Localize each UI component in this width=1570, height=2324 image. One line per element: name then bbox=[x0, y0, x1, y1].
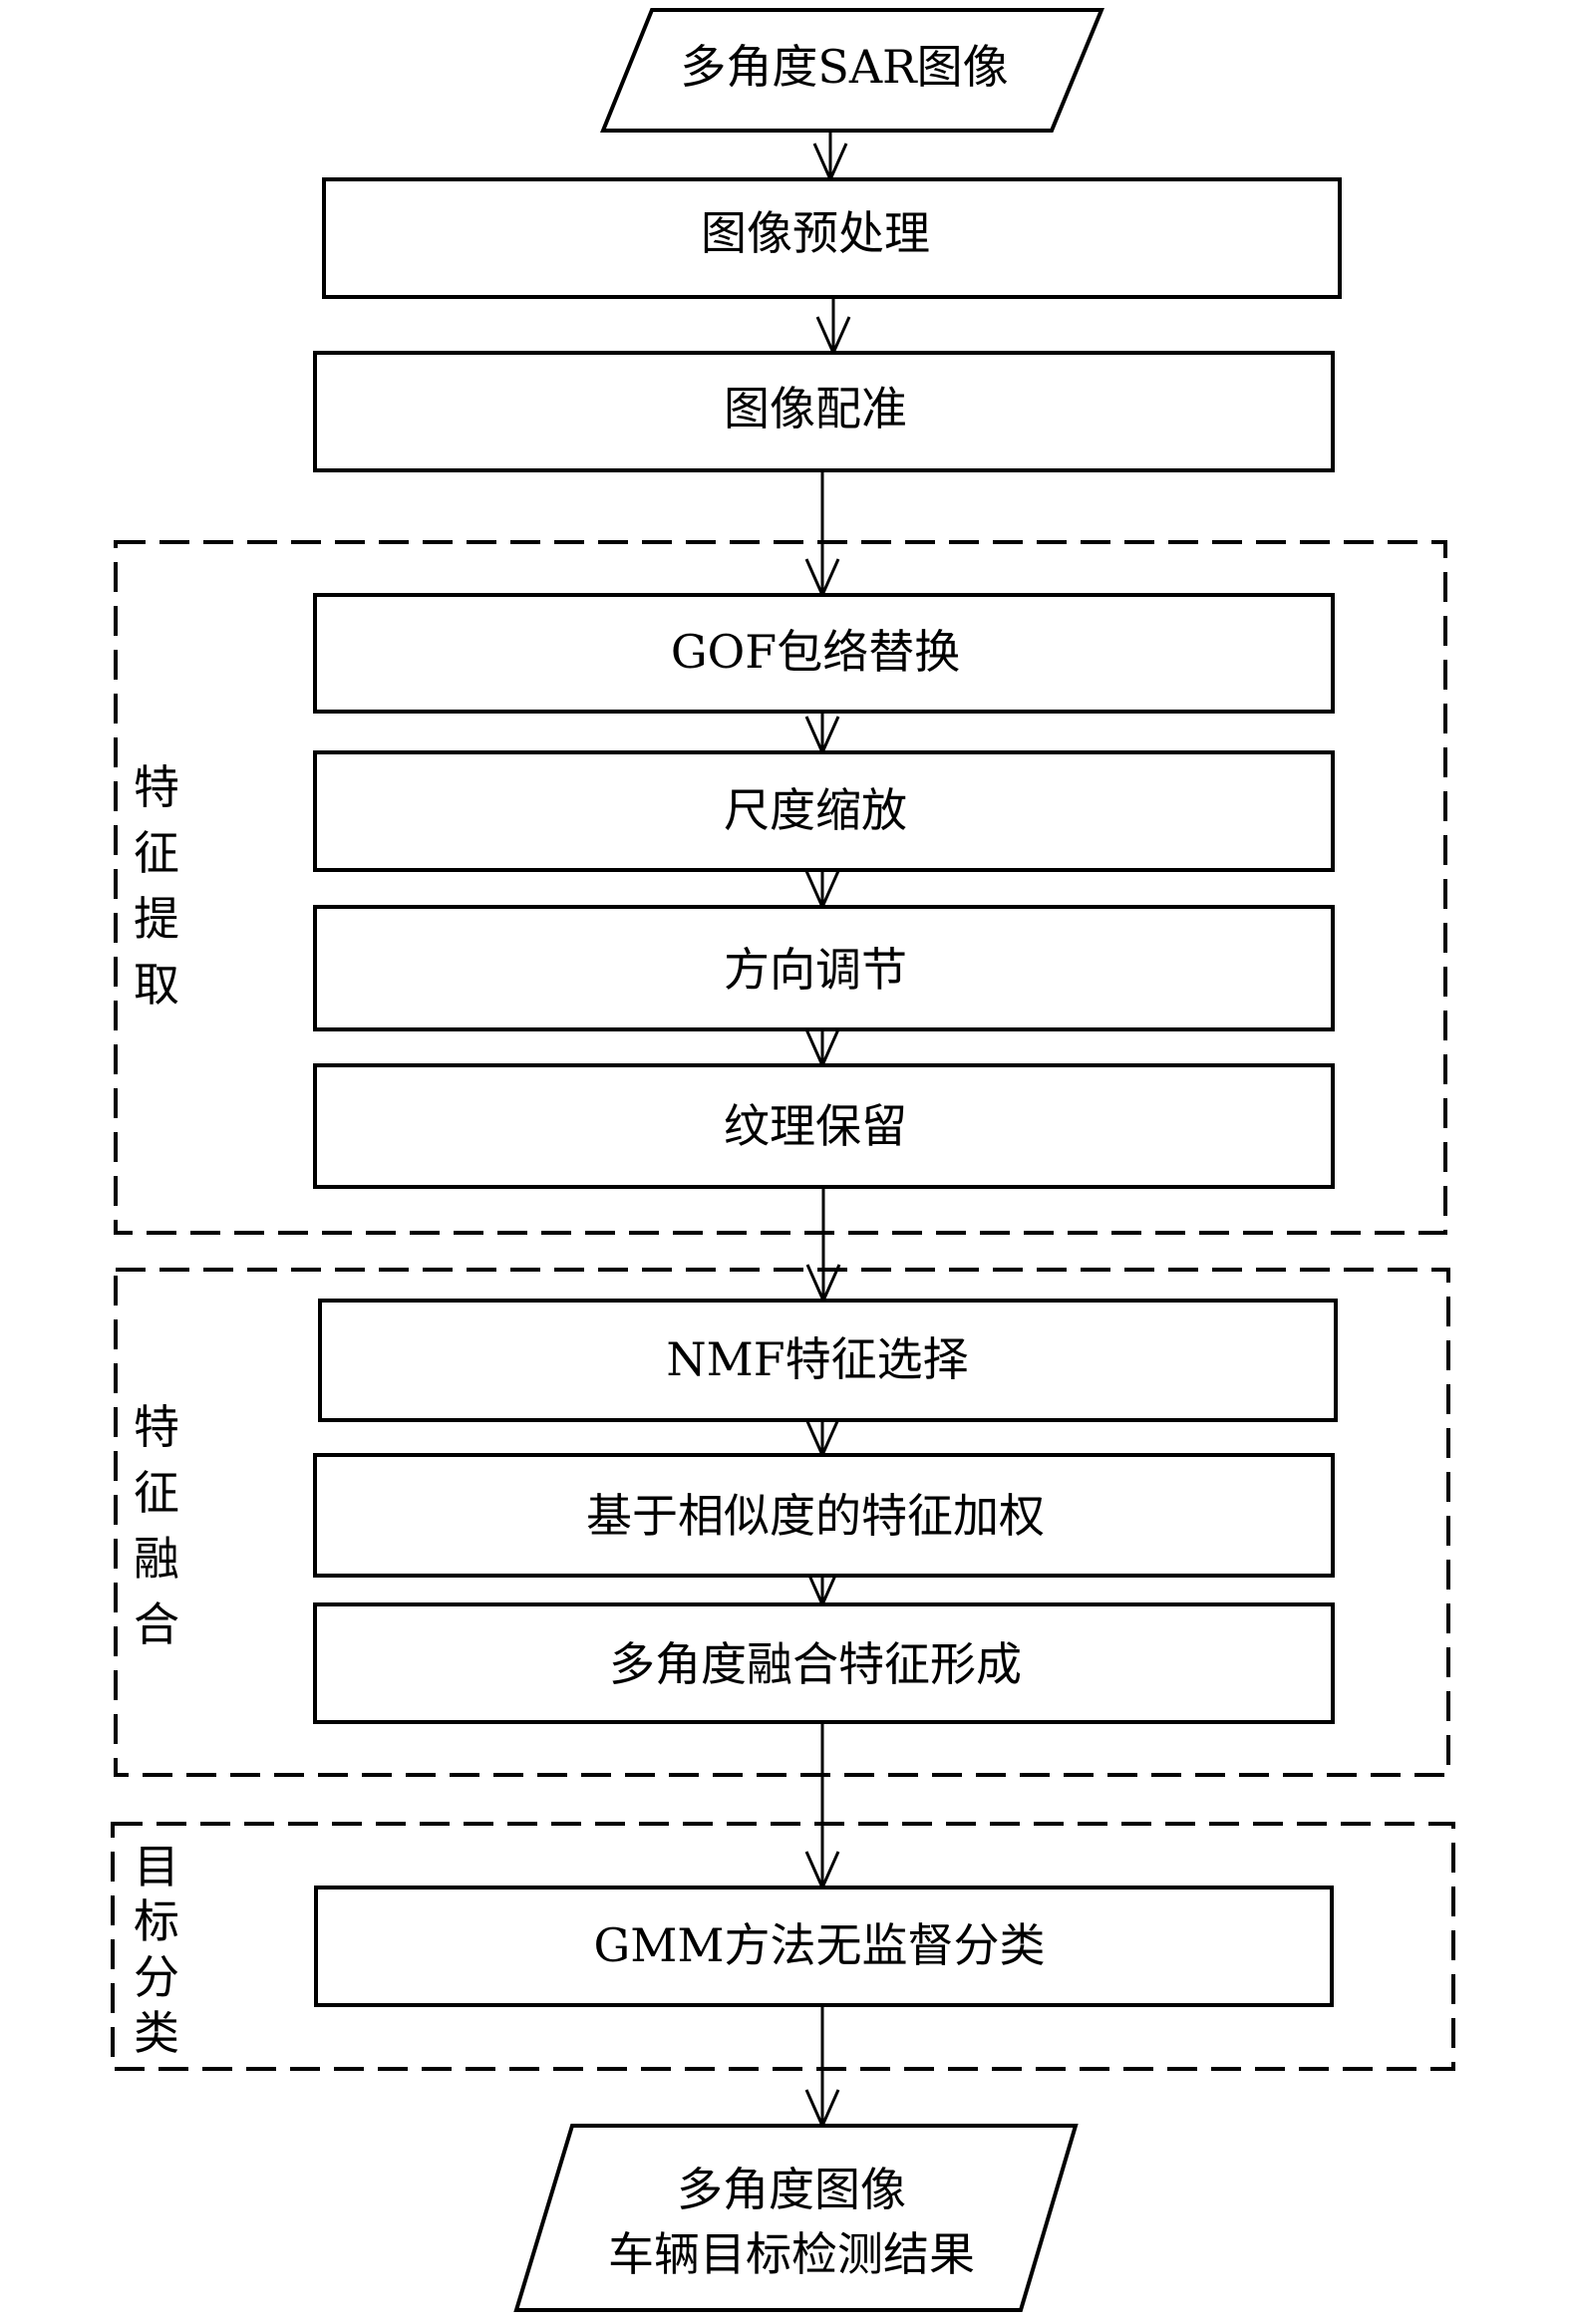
group-feature-extraction-border bbox=[114, 540, 1447, 1235]
group-label-char: 标 bbox=[134, 1894, 179, 1948]
orientation-label: 方向调节 bbox=[724, 943, 907, 997]
node-input: 多角度SAR图像 bbox=[600, 8, 1104, 133]
node-texture: 纹理保留 bbox=[313, 1063, 1335, 1189]
group-feature-fusion-border bbox=[114, 1268, 1450, 1777]
texture-box bbox=[313, 1063, 1335, 1189]
output-parallelogram bbox=[513, 2124, 1079, 2312]
group-feature-fusion: 特 征 融 合 bbox=[114, 1268, 1450, 1777]
fused-box bbox=[313, 1602, 1335, 1724]
node-fused: 多角度融合特征形成 bbox=[313, 1602, 1335, 1724]
texture-label: 纹理保留 bbox=[724, 1099, 907, 1153]
node-gmm: GMM方法无监督分类 bbox=[314, 1886, 1334, 2007]
output-label-line-2: 车辆目标检测结果 bbox=[608, 2227, 975, 2281]
group-target-classification: 目 标 分 类 bbox=[111, 1822, 1455, 2071]
scale-label: 尺度缩放 bbox=[724, 783, 907, 837]
preprocess-label: 图像预处理 bbox=[701, 206, 930, 260]
registration-label: 图像配准 bbox=[724, 382, 907, 436]
group-target-classification-border bbox=[111, 1822, 1455, 2071]
weighting-box bbox=[313, 1453, 1335, 1578]
input-label: 多角度SAR图像 bbox=[680, 40, 1008, 94]
output-label-line-1: 多角度图像 bbox=[677, 2163, 906, 2216]
group-label-char: 分 bbox=[134, 1950, 179, 2004]
gof-label: GOF包络替换 bbox=[671, 625, 960, 679]
group-label-char: 类 bbox=[134, 2006, 179, 2060]
node-output: 多角度图像 车辆目标检测结果 bbox=[513, 2124, 1079, 2312]
group-label-char: 征 bbox=[134, 1466, 179, 1520]
gmm-label: GMM方法无监督分类 bbox=[594, 1918, 1046, 1972]
group-label-char: 目 bbox=[134, 1840, 179, 1893]
scale-box bbox=[313, 750, 1335, 872]
node-preprocess: 图像预处理 bbox=[322, 177, 1342, 299]
input-parallelogram bbox=[600, 8, 1104, 133]
weighting-label: 基于相似度的特征加权 bbox=[586, 1489, 1045, 1543]
node-nmf: NMF特征选择 bbox=[318, 1299, 1338, 1422]
nmf-label: NMF特征选择 bbox=[666, 1332, 968, 1386]
orientation-box bbox=[313, 905, 1335, 1031]
gmm-box bbox=[314, 1886, 1334, 2007]
group-label-char: 征 bbox=[134, 826, 179, 880]
fused-label: 多角度融合特征形成 bbox=[609, 1637, 1022, 1691]
registration-box bbox=[313, 351, 1335, 472]
node-gof: GOF包络替换 bbox=[313, 593, 1335, 714]
group-label-char: 提 bbox=[134, 892, 179, 946]
gof-box bbox=[313, 593, 1335, 714]
group-feature-extraction: 特 征 提 取 bbox=[114, 540, 1447, 1235]
group-label-char: 特 bbox=[134, 1400, 179, 1454]
group-label-char: 取 bbox=[134, 958, 179, 1012]
group-label-char: 特 bbox=[134, 760, 179, 814]
node-orientation: 方向调节 bbox=[313, 905, 1335, 1031]
group-label-char: 合 bbox=[134, 1598, 179, 1651]
group-label-char: 融 bbox=[134, 1532, 179, 1586]
preprocess-box bbox=[322, 177, 1342, 299]
node-weighting: 基于相似度的特征加权 bbox=[313, 1453, 1335, 1578]
nmf-box bbox=[318, 1299, 1338, 1422]
node-registration: 图像配准 bbox=[313, 351, 1335, 472]
node-scale: 尺度缩放 bbox=[313, 750, 1335, 872]
